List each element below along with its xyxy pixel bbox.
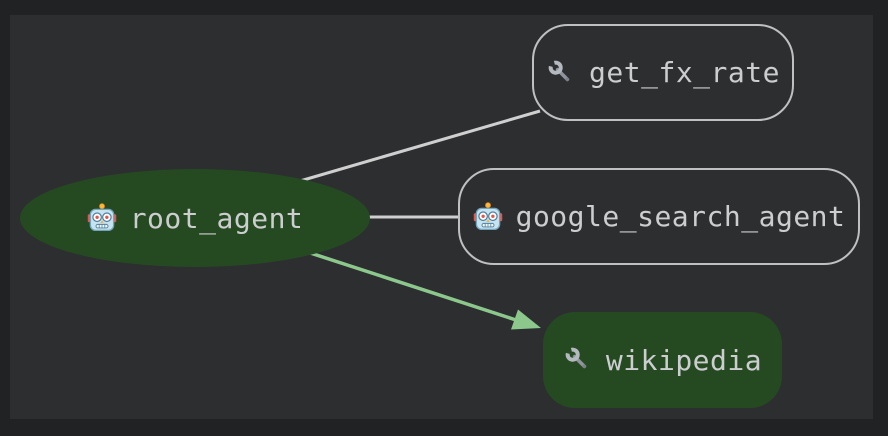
node-label: google_search_agent xyxy=(515,200,846,233)
node-google-search-agent[interactable]: google_search_agent xyxy=(458,168,860,265)
robot-icon xyxy=(473,202,503,232)
node-root-agent[interactable]: root_agent xyxy=(20,169,370,267)
node-label: wikipedia xyxy=(605,343,763,377)
node-label: root_agent xyxy=(129,201,304,235)
wrench-icon xyxy=(546,58,576,88)
node-wikipedia[interactable]: wikipedia xyxy=(543,312,782,408)
node-label: get_fx_rate xyxy=(589,56,780,89)
wrench-icon xyxy=(563,345,593,375)
node-get-fx-rate[interactable]: get_fx_rate xyxy=(532,24,794,121)
robot-icon xyxy=(87,203,117,233)
